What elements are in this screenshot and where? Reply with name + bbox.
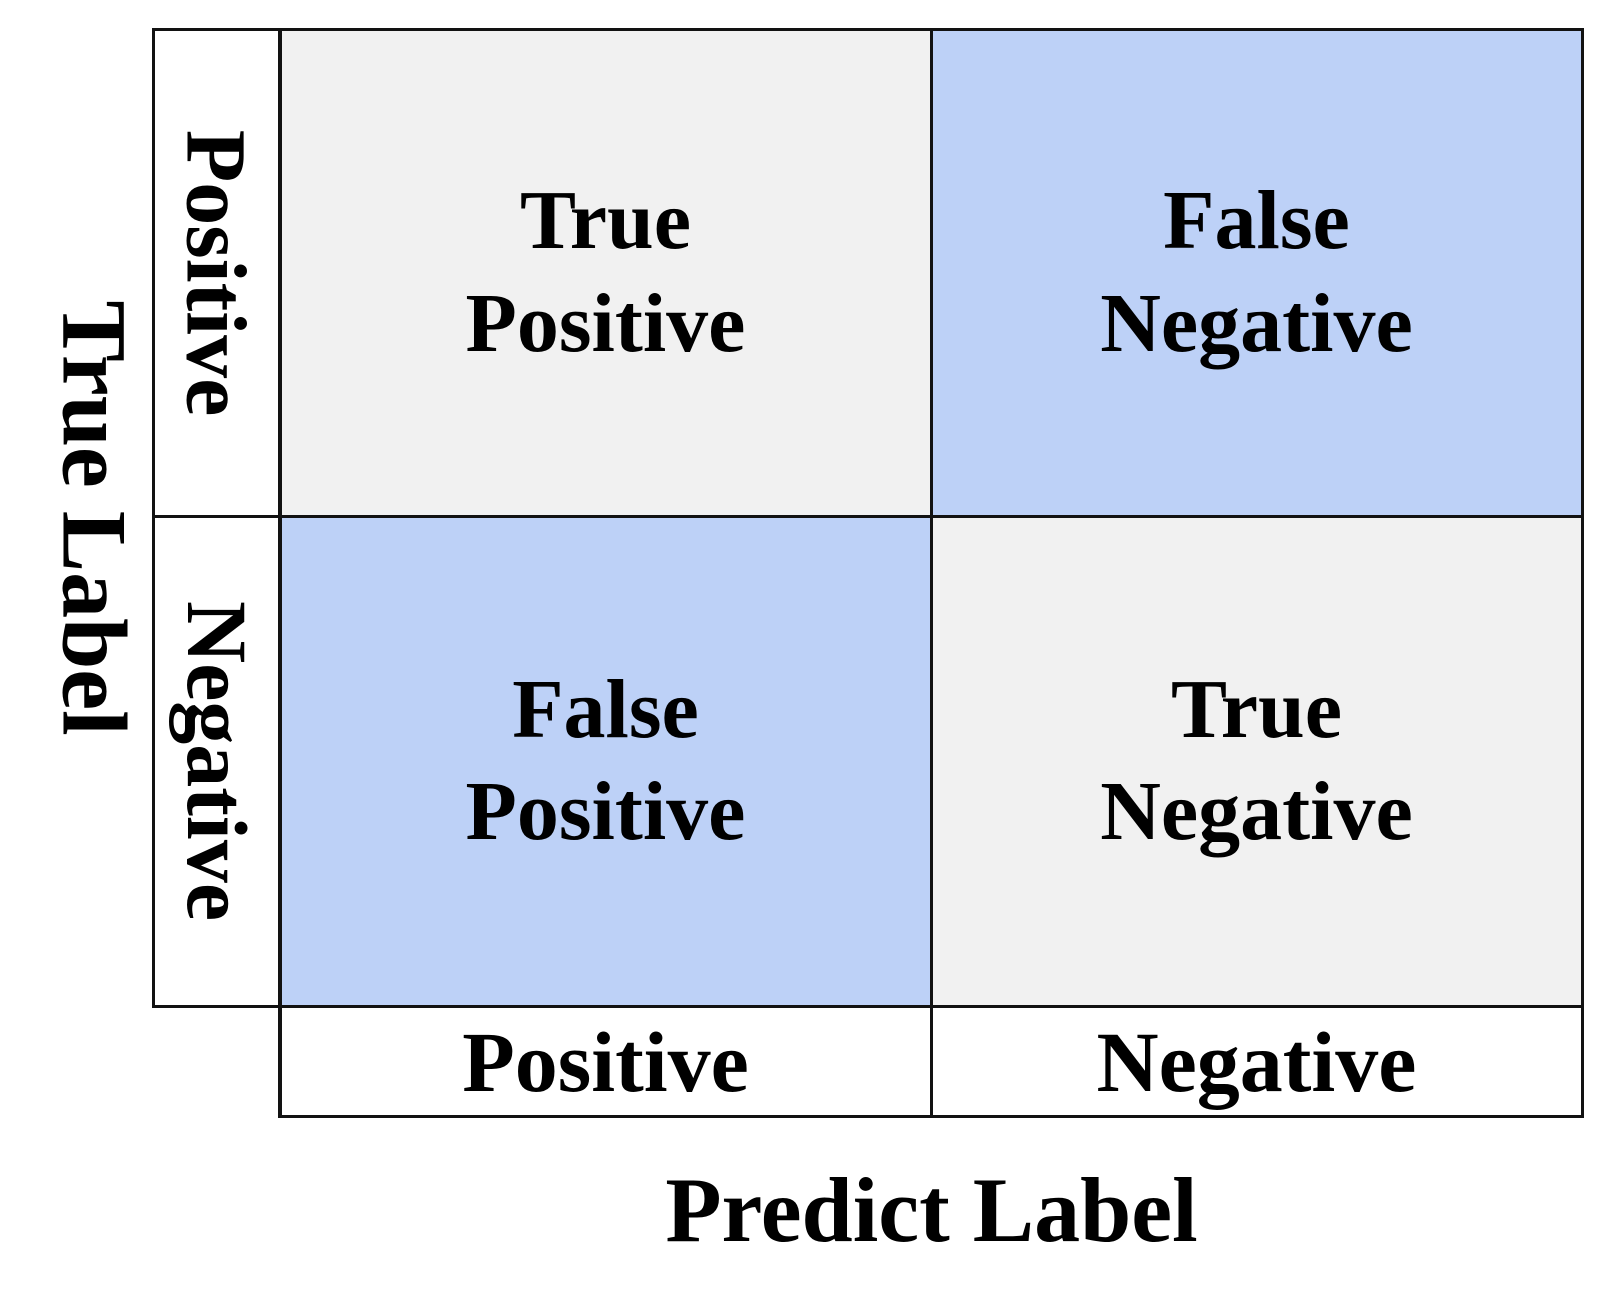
cell-true-positive: True Positive — [465, 174, 746, 370]
row-divider-line — [152, 515, 1584, 518]
cell-false-positive: False Positive — [465, 662, 746, 858]
row-label-negative: Negative — [153, 516, 280, 1006]
cell-false-negative: False Negative — [1100, 174, 1413, 370]
row-label-positive: Positive — [153, 29, 280, 516]
cell-false-negative-background — [931, 29, 1582, 516]
row-label-divider-line — [278, 28, 282, 1118]
x-axis-title: Predict Label — [665, 1159, 1198, 1261]
y-axis-title: True Label — [25, 29, 165, 1006]
cell-true-positive-background — [280, 29, 931, 516]
table-border-right-line — [1581, 28, 1584, 1118]
table-border-top-line — [152, 28, 1584, 31]
column-divider-line — [930, 28, 933, 1118]
row-label-positive-text: Positive — [168, 129, 265, 416]
row-label-negative-text: Negative — [168, 601, 265, 921]
cell-true-negative-background — [931, 516, 1582, 1006]
matrix-bottom-line — [152, 1005, 1584, 1008]
y-axis-title-text: True Label — [44, 299, 147, 736]
cell-false-positive-background — [280, 516, 931, 1006]
cell-true-negative: True Negative — [1100, 662, 1413, 858]
col-label-negative: Negative — [1096, 1013, 1417, 1110]
col-label-positive: Positive — [462, 1013, 749, 1110]
table-border-left-line — [152, 28, 155, 1008]
